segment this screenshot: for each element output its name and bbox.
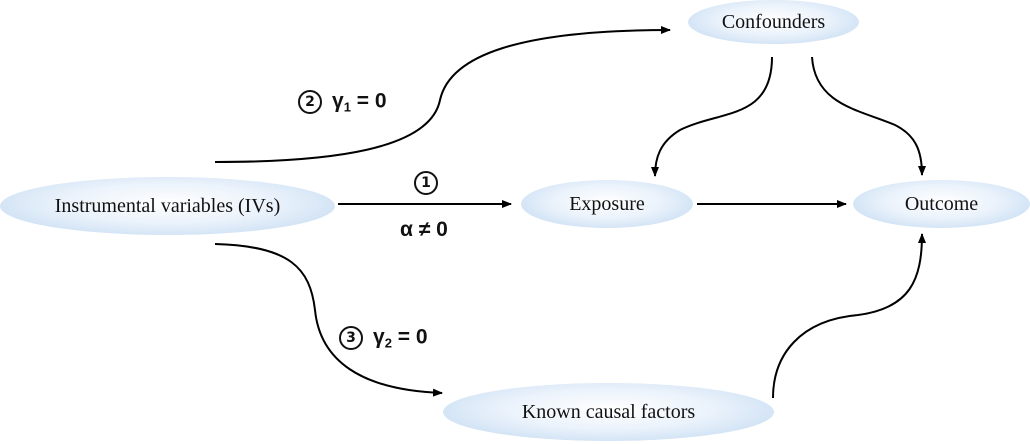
- assumption-1-text: α ≠ 0: [400, 219, 448, 240]
- node-known-causal-factors: Known causal factors: [443, 383, 774, 441]
- gamma1-subscript: 1: [343, 99, 351, 115]
- assumption-1-number: 1: [414, 171, 438, 195]
- edge-ivs-to-confounders: [214, 26, 671, 163]
- circled-number-2: 2: [298, 90, 322, 114]
- node-confounders: Confounders: [688, 0, 859, 44]
- node-known-factors-label: Known causal factors: [521, 400, 696, 423]
- edge-confounders-to-outcome: [811, 56, 926, 176]
- edge-known-factors-to-outcome: [772, 233, 926, 399]
- alpha-condition: α ≠ 0: [400, 218, 448, 241]
- node-confounders-label: Confounders: [721, 10, 826, 33]
- node-exposure-label: Exposure: [569, 192, 645, 215]
- gamma2-subscript: 2: [384, 335, 392, 351]
- node-instrumental-variables: Instrumental variables (IVs): [0, 177, 335, 235]
- node-outcome-label: Outcome: [904, 192, 979, 215]
- gamma2-condition: = 0: [391, 325, 428, 349]
- circled-number-3: 3: [339, 326, 363, 350]
- circled-number-1: 1: [414, 171, 438, 195]
- gamma1-condition: = 0: [350, 89, 387, 113]
- node-outcome: Outcome: [853, 180, 1030, 228]
- gamma1-symbol: γ: [332, 89, 344, 113]
- node-ivs-label: Instrumental variables (IVs): [54, 194, 281, 217]
- edge-ivs-to-known-factors: [214, 243, 443, 397]
- gamma2-symbol: γ: [373, 325, 385, 349]
- edge-confounders-to-exposure: [651, 56, 773, 177]
- node-exposure: Exposure: [521, 180, 693, 228]
